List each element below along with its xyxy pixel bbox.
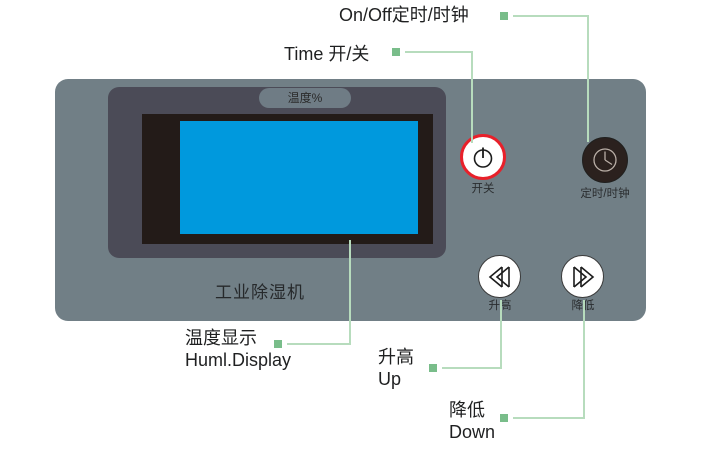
annotation-humidity-display-line1: 温度显示	[185, 328, 257, 348]
annotation-up-line2: Up	[378, 368, 402, 389]
decrease-button[interactable]	[561, 255, 604, 298]
annotation-humidity-display: 温度显示 Huml.Display	[185, 328, 291, 372]
annotation-up-line1: 升高	[378, 347, 414, 367]
leader-marker-humidity-display	[274, 340, 282, 348]
timer-clock-button-caption: 定时/时钟	[580, 188, 630, 200]
leader-line-down-vertical	[583, 300, 585, 419]
annotation-on-off-timer-line1: On/Off定时/时钟	[339, 5, 469, 25]
annotation-time-power: Time 开/关	[284, 44, 369, 66]
power-button-caption: 开关	[471, 183, 495, 195]
leader-line-time-power-vertical	[471, 51, 473, 143]
lcd-screen[interactable]	[180, 121, 418, 234]
timer-clock-button[interactable]	[582, 137, 628, 183]
clock-icon	[590, 145, 620, 175]
double-chevron-left-icon	[486, 263, 514, 291]
leader-line-up-horizontal	[442, 367, 502, 369]
annotation-down-line2: Down	[449, 421, 496, 442]
temperature-badge-label: 温度%	[287, 91, 323, 105]
leader-line-on-off-timer-vertical	[587, 15, 589, 142]
annotation-up: 升高 Up	[378, 347, 414, 391]
annotation-down-line1: 降低	[449, 400, 485, 420]
power-icon	[470, 144, 496, 170]
brand-label: 工业除湿机	[215, 283, 305, 302]
leader-line-humidity-display-horizontal	[287, 343, 351, 345]
leader-line-up-vertical	[500, 300, 502, 369]
annotation-on-off-timer: On/Off定时/时钟	[339, 5, 469, 27]
leader-line-time-power-horizontal	[405, 51, 473, 53]
leader-line-on-off-timer-horizontal	[513, 15, 589, 17]
annotation-time-power-line1: Time 开/关	[284, 44, 370, 64]
power-button[interactable]	[460, 134, 506, 180]
double-chevron-right-icon	[569, 263, 597, 291]
increase-button[interactable]	[478, 255, 521, 298]
annotation-humidity-display-line2: Huml.Display	[185, 349, 292, 370]
leader-marker-down	[500, 414, 508, 422]
leader-line-down-horizontal	[513, 417, 585, 419]
leader-marker-on-off-timer	[500, 12, 508, 20]
leader-marker-up	[429, 364, 437, 372]
temperature-badge: 温度%	[259, 88, 351, 108]
leader-marker-time-power	[392, 48, 400, 56]
leader-line-humidity-display-vertical	[349, 240, 351, 345]
annotation-down: 降低 Down	[449, 400, 495, 444]
